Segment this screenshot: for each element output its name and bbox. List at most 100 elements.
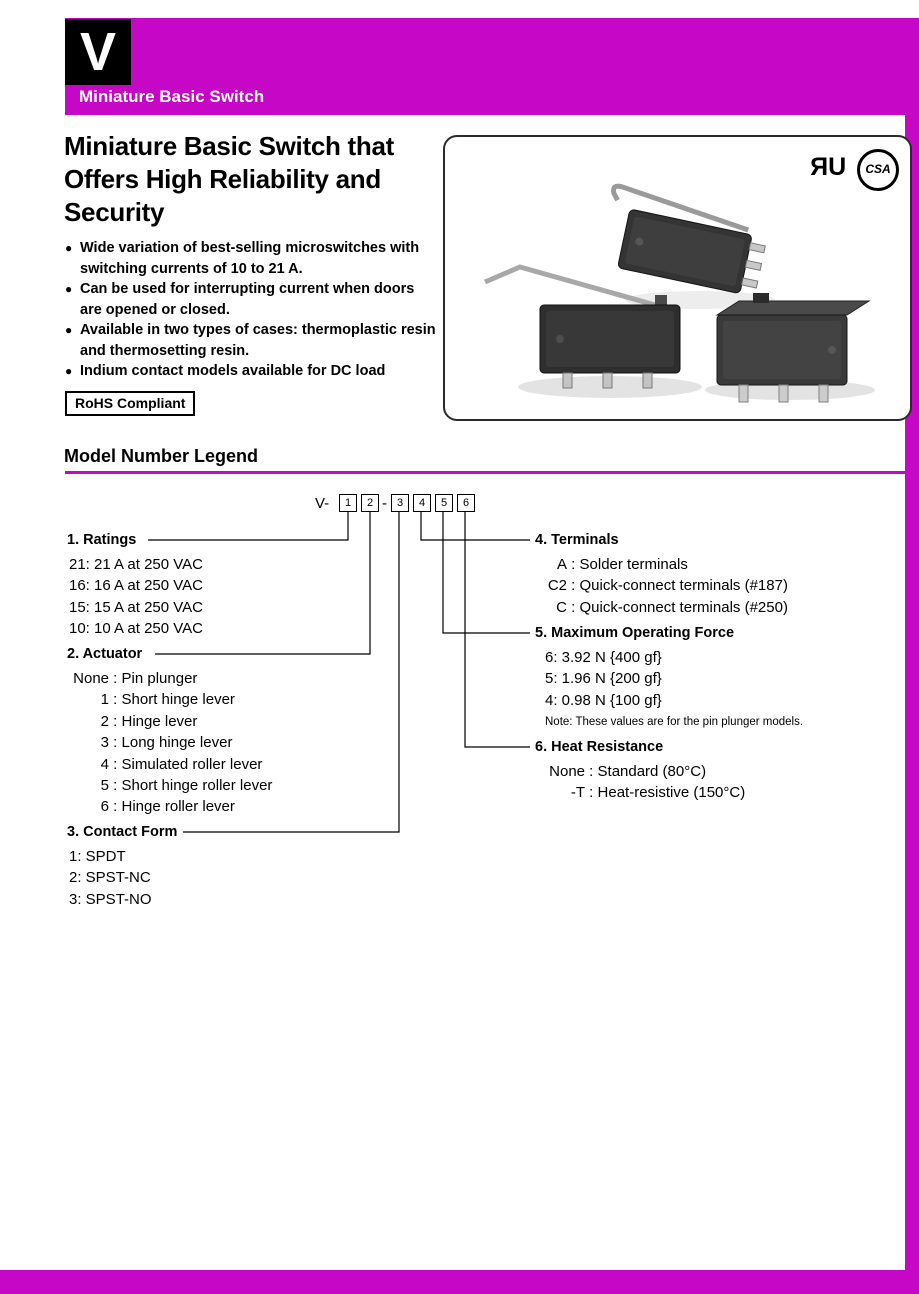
item-desc: Heat-resistive (150°C) [597,784,746,802]
legend-item: 5: 1.96 N {200 gf} [545,670,662,688]
model-digit-box-6: 6 [457,494,475,512]
item-colon: : [585,784,598,802]
item-colon: : [567,556,580,573]
model-digit-box-5: 5 [435,494,453,512]
bullet-icon: ● [65,323,73,337]
feature-text: Wide variation of best-selling microswit… [80,240,420,277]
item-code: C2 [547,577,567,595]
section-actuator: 2. Actuator None : Pin plunger 1 : Short… [67,646,272,818]
item-desc: Standard (80°C) [597,763,707,780]
section-title: 3. Contact Form [67,824,178,840]
ul-recognized-icon: RU [811,153,846,182]
legend-item: 4: 0.98 N {100 gf} [545,691,662,709]
legend-item: None : Pin plunger [69,668,272,689]
section-operating-force: 5. Maximum Operating Force 6: 3.92 N {40… [535,625,803,733]
legend-item: -T : Heat-resistive (150°C) [545,782,745,803]
page-title: Miniature Basic Switch that Offers High … [64,131,394,227]
feature-item: ● Wide variation of best-selling microswi… [65,238,465,279]
switch-left [484,264,681,389]
legend-item: 21: 21 A at 250 VAC [69,556,203,573]
series-subtitle: Miniature Basic Switch [79,87,265,106]
model-prefix: V- [315,495,330,512]
item-colon: : [109,712,122,730]
product-photo-illustration [484,183,875,403]
legend-item: 3: SPST-NO [69,890,152,908]
item-desc: Quick-connect terminals (#250) [579,598,788,616]
legend-item: 10: 10 A at 250 VAC [69,620,203,638]
item-colon: : [567,598,580,616]
ul-letter-u: U [828,153,846,181]
legend-item: 15: 15 A at 250 VAC [69,598,203,616]
section-contact-form: 3. Contact Form 1: SPDT 2: SPST-NC 3: SP… [67,824,177,910]
legend-item: 3 : Long hinge lever [69,732,272,753]
force-note: Note: These values are for the pin plung… [545,716,804,729]
section-title: 5. Maximum Operating Force [535,625,735,641]
section-title: 1. Ratings [67,532,137,548]
legend-item: C : Quick-connect terminals (#250) [545,597,788,618]
switch-top [611,183,766,294]
model-digit-box-3: 3 [391,494,409,512]
item-colon: : [567,577,580,595]
legend-item: 1: SPDT [69,848,126,865]
bullet-icon: ● [65,364,73,378]
ul-letter-r: R [811,153,829,181]
section-ratings: 1. Ratings 21: 21 A at 250 VAC 16: 16 A … [67,532,203,640]
item-desc: Hinge roller lever [121,798,235,816]
item-code: 2 [100,712,109,730]
bottom-border-bar [0,1270,919,1294]
item-desc: Simulated roller lever [121,755,263,773]
legend-item: 4 : Simulated roller lever [69,754,272,775]
section-title: 2. Actuator [67,646,143,662]
legend-item: 6 : Hinge roller lever [69,796,272,817]
legend-item: None : Standard (80°C) [545,761,745,782]
item-code: None [73,670,109,687]
item-desc: Solder terminals [579,556,688,573]
section-title: 4. Terminals [535,532,619,548]
feature-list: ● Wide variation of best-selling microswi… [65,238,465,382]
bullet-icon: ● [65,282,73,296]
feature-item: ●Available in two types of cases: thermo… [65,320,465,361]
item-colon: : [109,670,122,687]
item-code: 1 [100,691,109,709]
item-colon: : [109,798,122,816]
legend-item: 6: 3.92 N {400 gf} [545,649,662,666]
legend-item: C2 : Quick-connect terminals (#187) [545,575,788,596]
feature-text: Indium contact models available for DC l… [80,363,386,379]
item-code: 3 [100,734,109,752]
legend-heading: Model Number Legend [64,446,259,466]
feature-item: ● Indium contact models available for DC … [65,361,465,382]
item-desc: Pin plunger [121,670,198,687]
rohs-badge: RoHS Compliant [65,391,196,416]
item-desc: Hinge lever [121,712,198,730]
item-code: 4 [100,755,109,773]
switch-right [715,293,871,403]
section-heat-resistance: 6. Heat Resistance None : Standard (80°C… [535,739,745,804]
legend-item: 5 : Short hinge roller lever [69,775,273,796]
item-code: A [556,556,567,573]
item-colon: : [109,691,122,709]
legend-item: 2 : Hinge lever [69,711,272,732]
legend-item: A : Solder terminals [545,554,788,575]
model-digit-box-4: 4 [413,494,431,512]
item-code: -T [570,784,585,802]
item-code: 5 [100,777,109,795]
series-letter-logo: V [65,19,131,85]
legend-item: 2: SPST-NC [69,869,151,887]
section-terminals: 4. Terminals A : Solder terminals C2 : Q… [535,532,788,618]
model-digit-box-1: 1 [339,494,357,512]
legend-item: 16: 16 A at 250 VAC [69,577,203,595]
header-band [65,18,919,115]
item-desc: Quick-connect terminals (#187) [579,577,788,595]
item-colon: : [109,755,122,773]
item-colon: : [109,734,122,752]
product-photo-box: RU CSA [443,135,912,421]
item-colon: : [585,763,598,780]
item-desc: Long hinge lever [121,734,233,752]
section-title: 6. Heat Resistance [535,739,664,755]
bullet-icon: ● [65,241,73,255]
item-code: C [556,598,567,616]
legend-item: 1 : Short hinge lever [69,689,272,710]
item-code: 6 [100,798,109,816]
csa-icon: CSA [857,149,899,191]
